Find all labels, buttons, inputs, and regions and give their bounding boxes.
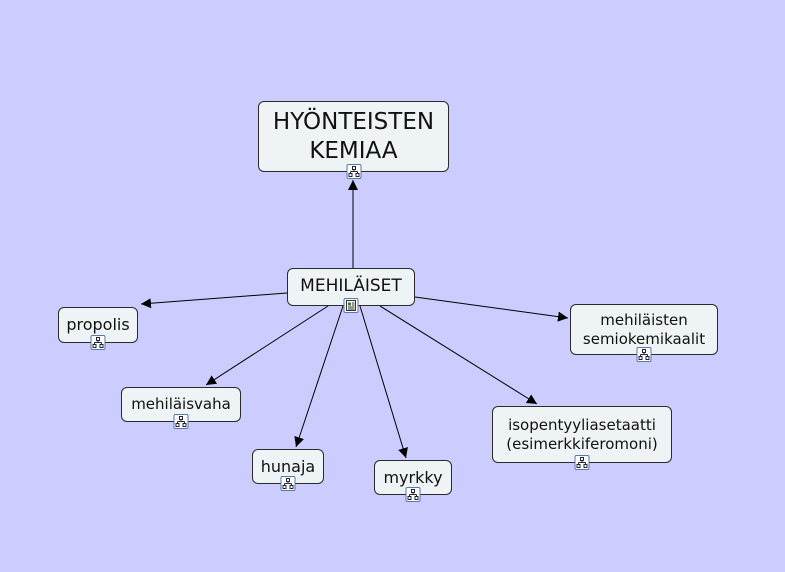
link-center-to-iso xyxy=(379,305,538,405)
concept-node-mehilaisvaha[interactable]: mehiläisvaha xyxy=(121,387,241,429)
concept-label: HYÖNTEISTEN KEMIAA xyxy=(272,108,435,164)
link-center-to-semio xyxy=(414,296,569,322)
concept-label: mehiläisvaha xyxy=(131,395,231,414)
link-center-to-vaha xyxy=(205,305,329,386)
concept-node-propolis[interactable]: propolis xyxy=(58,307,138,350)
concept-node-center[interactable]: MEHILÄISET xyxy=(287,268,415,313)
concept-node-isopentyyliasetaatti[interactable]: isopentyyliasetaatti (esimerkkiferomoni) xyxy=(492,406,672,470)
concept-map-icon[interactable] xyxy=(90,335,106,350)
link-center-to-hunaja xyxy=(294,305,344,448)
concept-map-icon[interactable] xyxy=(173,414,189,429)
concept-map-icon[interactable] xyxy=(280,476,296,491)
concept-label: mehiläisten semiokemikaalit xyxy=(582,310,706,348)
concept-label: myrkky xyxy=(383,467,443,487)
concept-map-icon[interactable] xyxy=(405,487,421,502)
concept-node-hunaja[interactable]: hunaja xyxy=(252,449,324,491)
link-center-to-myrkky xyxy=(359,305,408,459)
concept-map-icon[interactable] xyxy=(636,347,652,362)
concept-node-root[interactable]: HYÖNTEISTEN KEMIAA xyxy=(258,101,449,179)
document-icon[interactable] xyxy=(343,298,359,313)
concept-label: MEHILÄISET xyxy=(300,276,402,297)
link-center-to-propolis xyxy=(140,292,288,309)
concept-label: isopentyyliasetaatti (esimerkkiferomoni) xyxy=(506,415,658,453)
concept-node-myrkky[interactable]: myrkky xyxy=(374,460,452,502)
concept-map-icon[interactable] xyxy=(346,164,361,179)
concept-map-icon[interactable] xyxy=(574,455,590,470)
concept-node-semiokemikaalit[interactable]: mehiläisten semiokemikaalit xyxy=(570,304,718,362)
concept-label: propolis xyxy=(66,315,130,334)
concept-label: hunaja xyxy=(260,456,316,476)
